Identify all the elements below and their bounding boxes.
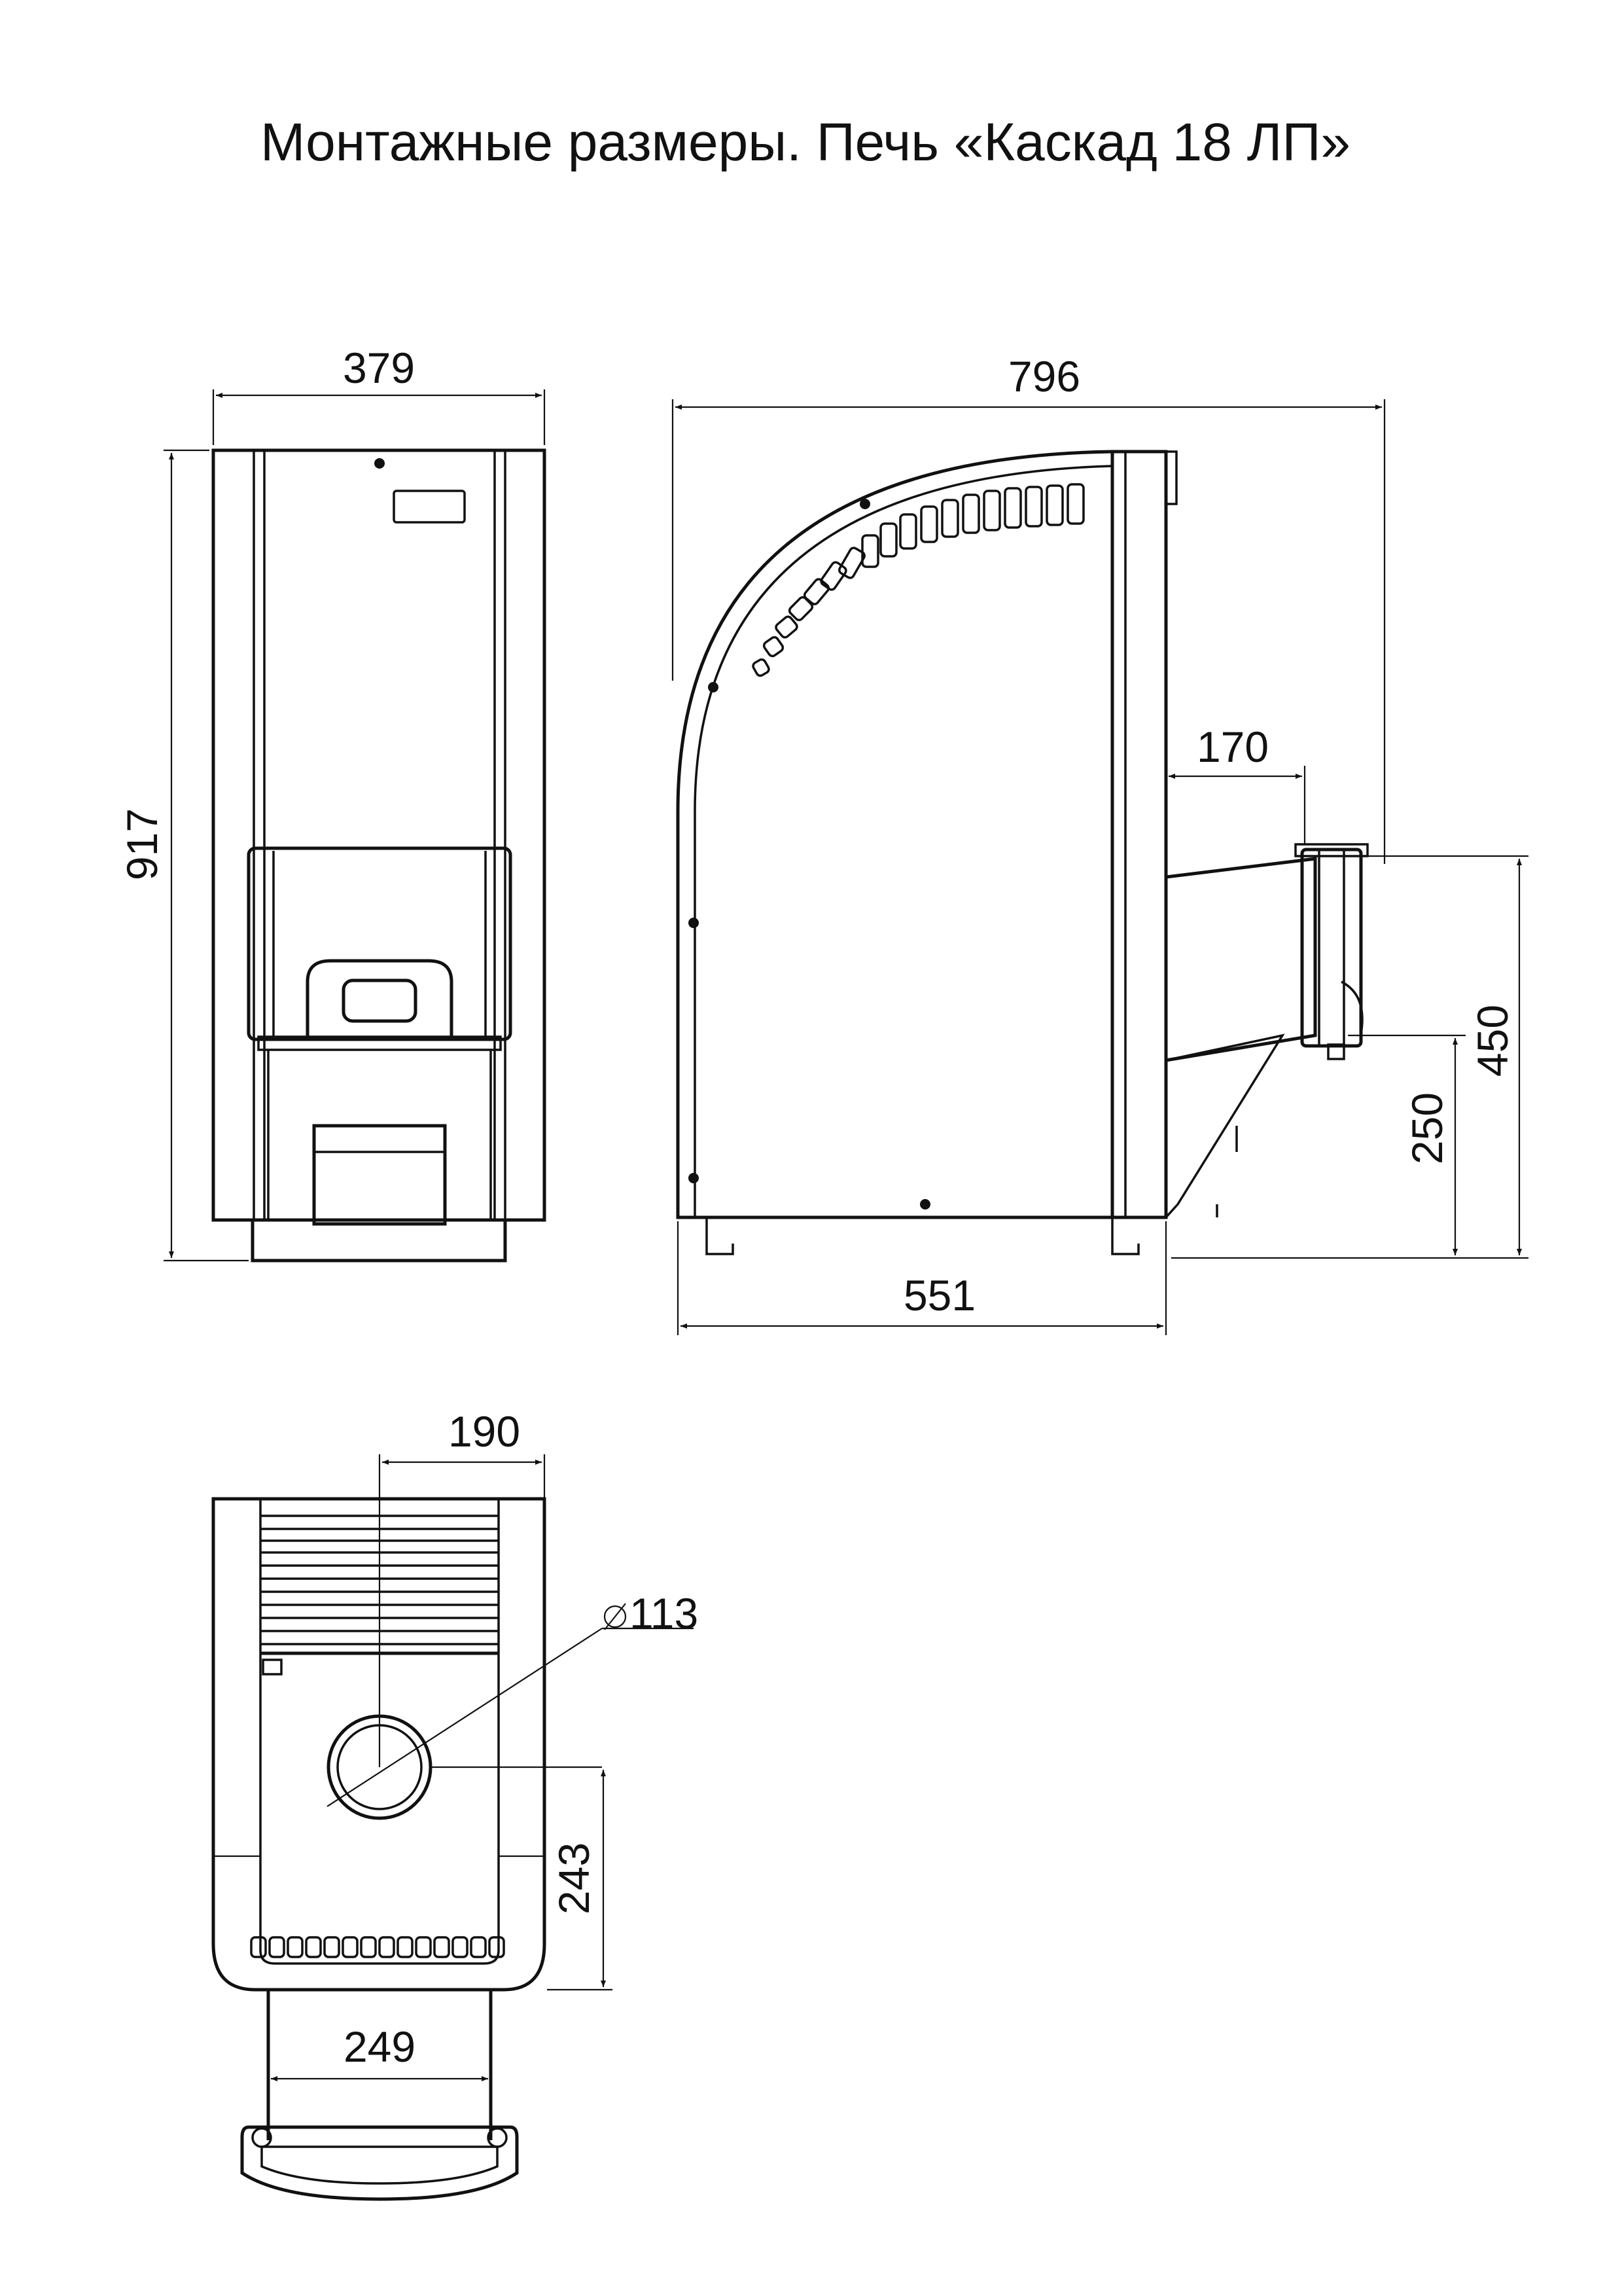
drawing-title: Монтажные размеры. Печь «Каскад 18 ЛП» — [260, 113, 1350, 172]
front-body — [211, 448, 546, 1263]
dimension-body-depth: 551 — [677, 1221, 1167, 1335]
front-vent-slots — [250, 1936, 505, 1958]
front-view: 379 917 — [118, 344, 546, 1263]
dimension-total-depth: 796 — [671, 352, 1386, 864]
dim-243: 243 — [550, 1842, 598, 1914]
dim-917: 917 — [118, 808, 166, 880]
dimension-height: 917 — [118, 449, 249, 1262]
dimension-flue-offset-x: 190 — [378, 1407, 546, 1767]
top-grill — [260, 1515, 499, 1655]
dim-249: 249 — [344, 2022, 415, 2071]
dim-796: 796 — [1008, 352, 1080, 401]
dim-551: 551 — [904, 1271, 976, 1319]
dimension-flue-offset-y: 243 — [547, 1770, 612, 1991]
dim-170: 170 — [1197, 723, 1269, 771]
top-view: 190 — [211, 1407, 698, 2201]
dimension-tunnel-width: 249 — [271, 2022, 488, 2081]
dimension-width: 379 — [212, 344, 546, 445]
dimension-lower-height: 250 — [1348, 1034, 1466, 1255]
dim-379: 379 — [343, 344, 415, 392]
side-view: 796 — [671, 352, 1528, 1335]
side-body — [676, 450, 1369, 1255]
dim-113: 113 — [629, 1589, 698, 1638]
dimension-chimney-offset: 170 — [1169, 723, 1306, 844]
dim-190: 190 — [448, 1407, 520, 1456]
dimension-flue-diameter: 113 — [327, 1589, 698, 1807]
dim-250: 250 — [1403, 1092, 1451, 1164]
dimension-outlet-height: 450 — [1171, 855, 1528, 1259]
top-body — [211, 1497, 602, 2201]
dim-450: 450 — [1468, 1005, 1517, 1077]
vent-slots — [752, 483, 1085, 677]
